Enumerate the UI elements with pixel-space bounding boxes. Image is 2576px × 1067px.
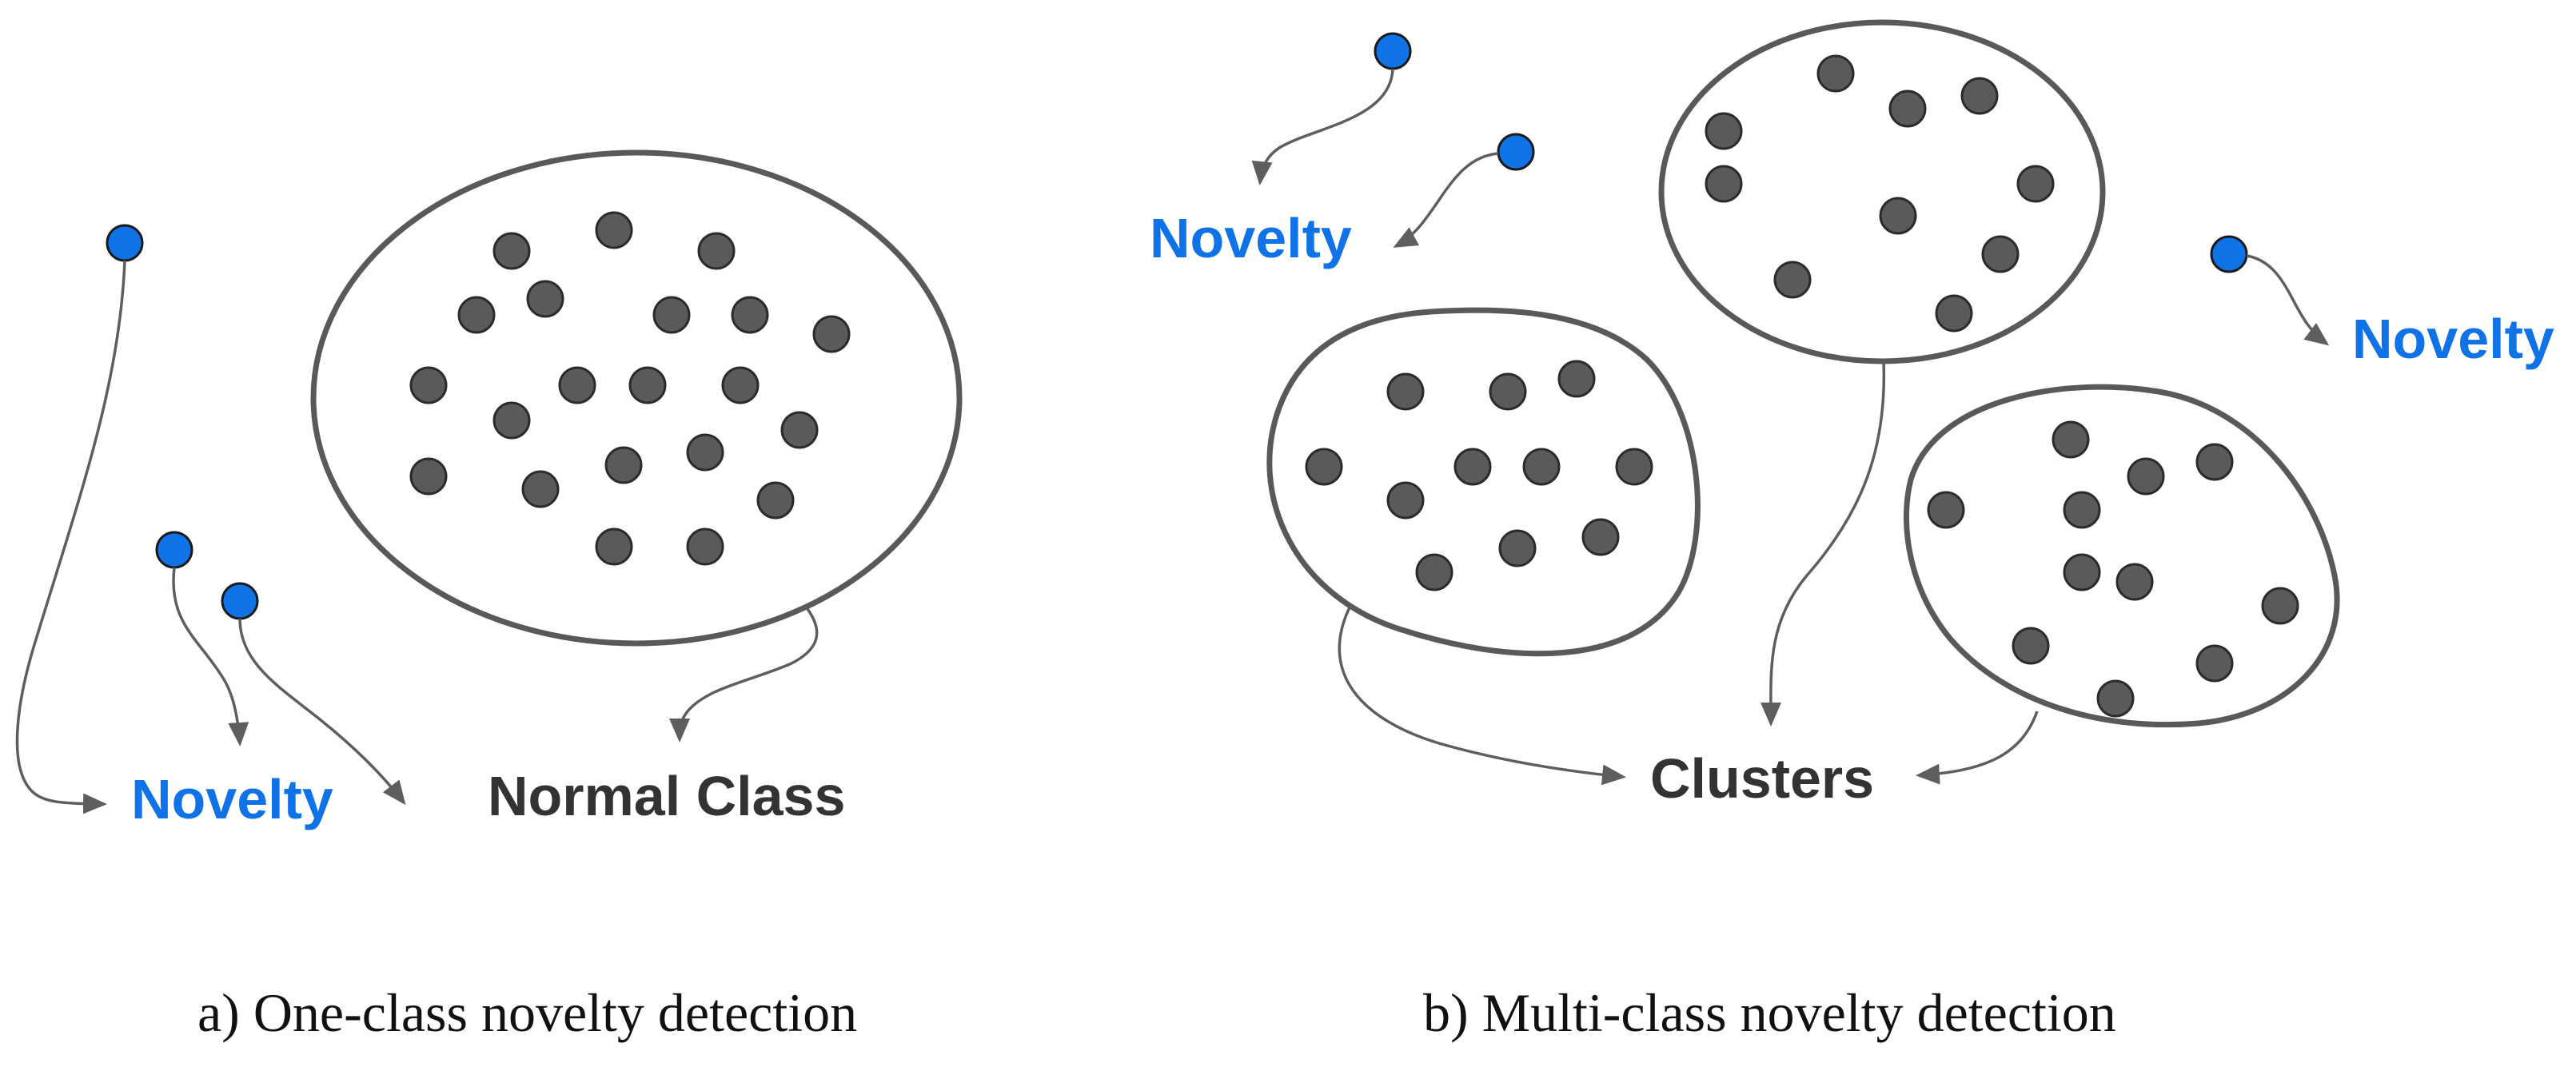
novelty-point: [1374, 32, 1412, 70]
novelty-point: [1497, 133, 1535, 171]
cluster-arrow: [1760, 360, 1886, 727]
normal-point: [595, 528, 633, 566]
novelty-point: [106, 224, 144, 262]
normal-point: [558, 366, 596, 404]
novelty-point: [221, 582, 259, 620]
normal-point: [595, 211, 633, 249]
normal-point: [526, 280, 564, 318]
normal-point: [731, 296, 769, 334]
normal-point: [409, 457, 448, 496]
normal-point: [521, 470, 560, 508]
novelty-arrow: [238, 618, 406, 806]
cluster-points-right: [1927, 420, 2299, 718]
normal-point: [2063, 491, 2101, 529]
novelty-label: Novelty: [1150, 207, 1352, 269]
normal-point: [1888, 90, 1927, 128]
normal-point: [2115, 563, 2154, 601]
caption-a: a) One-class novelty detection: [197, 982, 857, 1043]
normal-point: [1453, 448, 1492, 486]
normal-point: [1581, 518, 1620, 556]
normal-point: [1386, 372, 1425, 411]
normal-point: [1927, 491, 1965, 529]
novelty-points-b: [1374, 32, 2248, 273]
normal-point: [1935, 294, 1973, 332]
normal-point: [1386, 481, 1425, 520]
novelty-points-a: [106, 224, 259, 620]
normal-class-boundary: [310, 149, 963, 647]
cluster-arrow: [1338, 607, 1626, 786]
normal-point: [1960, 77, 1999, 115]
novelty-arrow: [2246, 254, 2330, 346]
arrows-b: [1251, 68, 2330, 786]
normal-point: [457, 296, 496, 334]
panel-a: Novelty Normal Class a) One-class novelt…: [15, 149, 963, 1043]
normal-point: [812, 315, 851, 353]
novelty-arrow: [172, 567, 249, 747]
normal-point: [492, 232, 531, 270]
normal-point: [721, 366, 760, 404]
normal-point: [697, 232, 736, 270]
normal-point: [1489, 372, 1527, 411]
normal-point: [1305, 448, 1343, 486]
cluster-points-top: [1705, 54, 2055, 332]
normal-point: [1557, 360, 1596, 398]
normal-point: [1981, 235, 2020, 273]
normal-point: [1816, 54, 1855, 93]
normal-point: [2127, 457, 2165, 496]
novelty-arrow: [1393, 152, 1499, 248]
cluster-boundary-right: [1903, 384, 2340, 728]
normal-point: [2195, 644, 2234, 683]
normal-point: [492, 401, 531, 440]
normal-class-label: Normal Class: [488, 765, 845, 827]
normal-point: [604, 446, 643, 484]
normal-point: [1498, 529, 1537, 567]
class-arrow: [669, 607, 819, 743]
arrows-a: [15, 260, 819, 814]
normal-point: [2063, 553, 2101, 591]
cluster-boundary-top: [1658, 19, 2106, 364]
novelty-point: [155, 531, 193, 569]
normal-point: [2016, 165, 2055, 203]
normal-point: [1522, 448, 1561, 486]
novelty-arrow: [15, 260, 126, 814]
novelty-label: Novelty: [131, 768, 333, 830]
novelty-arrow: [1251, 68, 1394, 185]
novelty-label: Novelty: [2352, 308, 2554, 370]
normal-point: [652, 296, 691, 334]
normal-point: [1705, 112, 1743, 150]
normal-point: [409, 366, 448, 404]
normal-point: [1879, 197, 1917, 235]
normal-point: [1705, 165, 1743, 203]
normal-point: [1773, 261, 1812, 299]
normal-point: [2012, 627, 2050, 665]
novelty-point: [2210, 235, 2248, 273]
caption-b: b) Multi-class novelty detection: [1423, 982, 2116, 1043]
panel-b: Novelty Novelty Clusters b) Multi-class …: [1150, 19, 2554, 1043]
cluster-arrow: [1916, 711, 2039, 785]
clusters-label: Clusters: [1650, 747, 1874, 810]
cluster-points-left: [1305, 360, 1653, 591]
normal-point: [2195, 443, 2234, 481]
normal-point: [2096, 679, 2135, 718]
normal-point: [686, 528, 724, 566]
normal-point: [2052, 420, 2090, 459]
normal-point: [2261, 587, 2299, 625]
normal-point: [756, 481, 795, 520]
normal-point: [686, 433, 724, 472]
cluster-boundary-left: [1266, 307, 1701, 657]
normal-point: [1615, 448, 1653, 486]
normal-point: [1415, 553, 1453, 591]
normal-point: [628, 366, 667, 404]
normal-point: [780, 411, 819, 449]
normal-points: [409, 211, 851, 566]
